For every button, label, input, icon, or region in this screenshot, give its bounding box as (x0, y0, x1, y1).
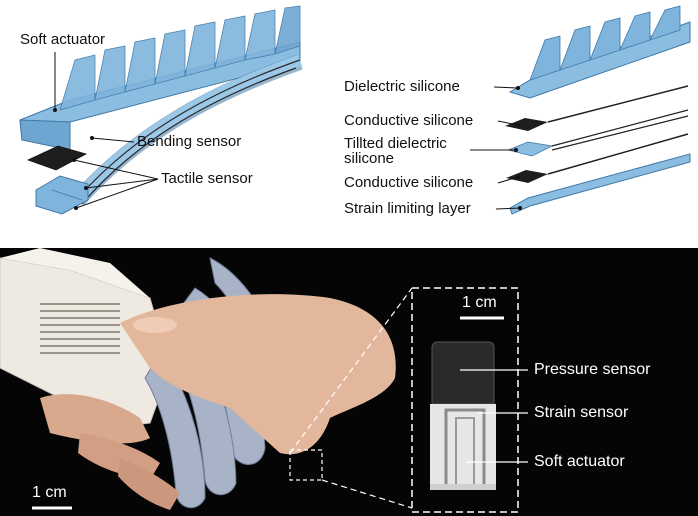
label-strain-sensor: Strain sensor (534, 404, 629, 421)
exploded-layers (505, 5, 691, 215)
label-tilted-dielectric-line1: Tillted dielectric (344, 135, 447, 152)
scale-bar-label: 1 cm (32, 484, 67, 501)
label-conductive-silicone-2: Conductive silicone (344, 174, 474, 191)
bottom-photo-panel: 1 cm 1 cm Pressure sensor Strain sensor … (0, 248, 698, 516)
inset-sensor-device (430, 341, 496, 490)
assembled-actuator (19, 5, 303, 215)
label-tactile-sensor: Tactile sensor (161, 170, 253, 187)
label-soft-actuator-top: Soft actuator (20, 31, 106, 48)
label-dielectric-silicone: Dielectric silicone (344, 78, 460, 95)
label-pressure-sensor: Pressure sensor (534, 361, 651, 378)
label-conductive-silicone-1: Conductive silicone (344, 112, 474, 129)
handshake-illustration (0, 248, 528, 513)
label-soft-actuator-inset: Soft actuator (534, 453, 625, 470)
label-strain-limiting-layer: Strain limiting layer (344, 200, 471, 217)
label-tilted-dielectric-line2: silicone (344, 150, 395, 167)
right-leader-lines (470, 86, 522, 210)
top-diagram-panel: Soft actuator Bending sensor Tactile sen… (0, 0, 698, 248)
human-hand (40, 294, 396, 510)
left-leader-lines (53, 52, 159, 210)
label-bending-sensor: Bending sensor (137, 133, 242, 150)
top-diagram-svg (19, 5, 691, 215)
inset-scale-bar-label: 1 cm (462, 294, 497, 311)
